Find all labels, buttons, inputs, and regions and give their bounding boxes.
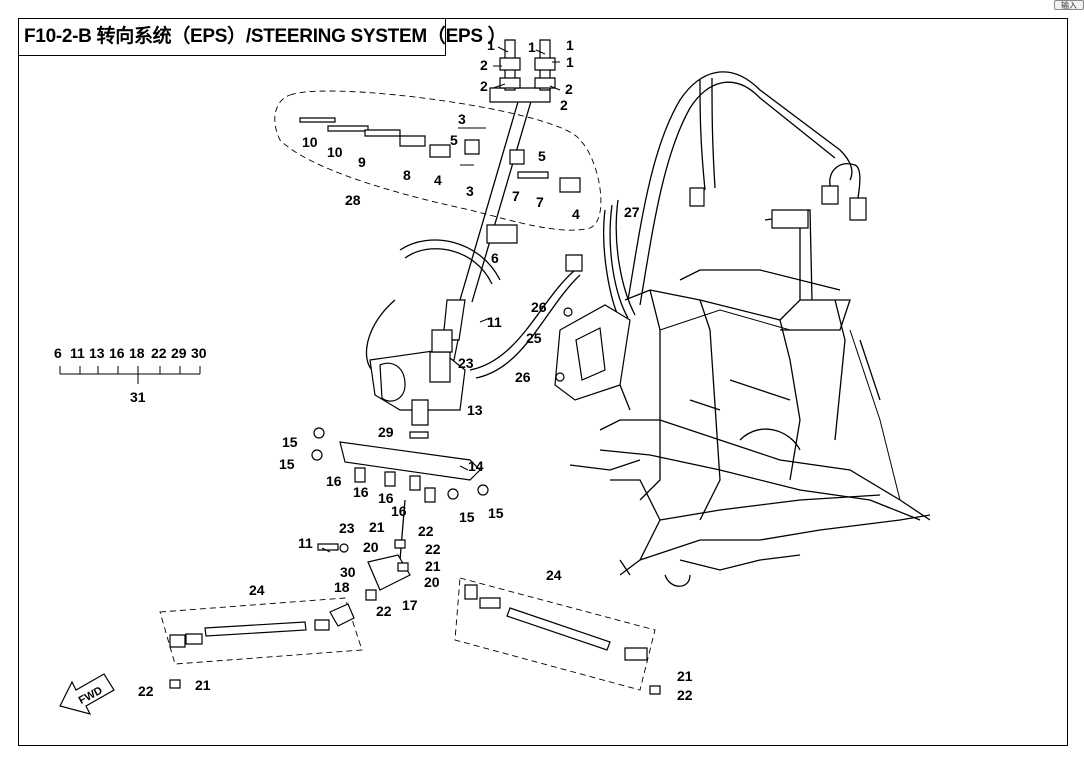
leader-lines bbox=[321, 46, 561, 553]
assembly-item-6: 22 bbox=[151, 345, 167, 361]
callout-18: 18 bbox=[334, 579, 350, 595]
inset-parts-group bbox=[274, 90, 602, 231]
callout-28: 28 bbox=[345, 192, 361, 208]
callout-22: 22 bbox=[425, 541, 441, 557]
callout-21: 21 bbox=[195, 677, 211, 693]
assembly-item-5: 18 bbox=[129, 345, 145, 361]
assembly-total: 31 bbox=[130, 389, 146, 405]
callout-16: 16 bbox=[353, 484, 369, 500]
callout-13: 13 bbox=[467, 402, 483, 418]
callout-7: 7 bbox=[512, 188, 520, 204]
callout-2: 2 bbox=[565, 81, 573, 97]
drawing-frame bbox=[18, 18, 1068, 746]
callout-22: 22 bbox=[677, 687, 693, 703]
assembly-item-4: 16 bbox=[109, 345, 125, 361]
callout-10: 10 bbox=[327, 144, 343, 160]
steering-link bbox=[317, 499, 411, 601]
callout-2: 2 bbox=[480, 78, 488, 94]
assembly-item-3: 13 bbox=[89, 345, 105, 361]
callout-22: 22 bbox=[138, 683, 154, 699]
callout-25: 25 bbox=[526, 330, 542, 346]
callout-26: 26 bbox=[515, 369, 531, 385]
callout-26: 26 bbox=[531, 299, 547, 315]
assembly-item-8: 30 bbox=[191, 345, 207, 361]
tie-rod-left bbox=[159, 597, 363, 689]
callout-23: 23 bbox=[339, 520, 355, 536]
callout-14: 14 bbox=[468, 458, 484, 474]
callout-10: 10 bbox=[302, 134, 318, 150]
callout-21: 21 bbox=[369, 519, 385, 535]
mounting-bracket bbox=[311, 427, 489, 503]
callout-20: 20 bbox=[424, 574, 440, 590]
assembly-items: 6 11 13 16 18 22 29 30 31 bbox=[54, 345, 207, 405]
callout-4: 4 bbox=[572, 206, 580, 222]
assembly-item-7: 29 bbox=[171, 345, 187, 361]
callout-24: 24 bbox=[546, 567, 562, 583]
callout-15: 15 bbox=[282, 434, 298, 450]
callout-16: 16 bbox=[326, 473, 342, 489]
vehicle-frame bbox=[569, 71, 931, 587]
assembly-item-2: 11 bbox=[70, 345, 85, 361]
callout-27: 27 bbox=[624, 204, 640, 220]
eps-motor-unit bbox=[365, 239, 583, 426]
ecu-controller bbox=[554, 304, 631, 411]
callout-9: 9 bbox=[358, 154, 366, 170]
callout-15: 15 bbox=[488, 505, 504, 521]
assembly-item-1: 6 bbox=[54, 345, 62, 361]
callout-16: 16 bbox=[378, 490, 394, 506]
callout-1: 1 bbox=[528, 39, 536, 55]
callout-11: 11 bbox=[487, 314, 502, 330]
callout-16: 16 bbox=[391, 503, 407, 519]
callout-22: 22 bbox=[418, 523, 434, 539]
callout-5: 5 bbox=[450, 132, 458, 148]
callout-20: 20 bbox=[363, 539, 379, 555]
callout-21: 21 bbox=[677, 668, 693, 684]
callout-15: 15 bbox=[279, 456, 295, 472]
callout-1: 1 bbox=[566, 54, 574, 70]
callout-11: 11 bbox=[298, 535, 313, 551]
callout-5: 5 bbox=[538, 148, 546, 164]
callout-3: 3 bbox=[458, 111, 466, 127]
page-title: F10-2-B 转向系统（EPS）/STEERING SYSTEM（EPS ） bbox=[18, 18, 507, 56]
callout-30: 30 bbox=[340, 564, 356, 580]
fwd-arrow-icon: FWD bbox=[59, 673, 115, 715]
callout-1: 1 bbox=[487, 37, 495, 53]
callout-17: 17 bbox=[402, 597, 418, 613]
callout-2: 2 bbox=[560, 97, 568, 113]
callout-4: 4 bbox=[434, 172, 442, 188]
callout-23: 23 bbox=[458, 355, 474, 371]
assembly-bracket bbox=[59, 366, 201, 384]
tie-rod-right bbox=[454, 577, 661, 695]
callout-1: 1 bbox=[566, 37, 574, 53]
callout-21: 21 bbox=[425, 558, 441, 574]
callout-7: 7 bbox=[536, 194, 544, 210]
callout-22: 22 bbox=[376, 603, 392, 619]
callout-6: 6 bbox=[491, 250, 499, 266]
callout-3: 3 bbox=[466, 183, 474, 199]
callout-24: 24 bbox=[249, 582, 265, 598]
callout-labels: 1 1 1 1 2 2 2 2 3 3 4 4 5 5 6 7 7 8 9 10… bbox=[138, 37, 693, 703]
callout-2: 2 bbox=[480, 57, 488, 73]
callout-29: 29 bbox=[378, 424, 394, 440]
callout-15: 15 bbox=[459, 509, 475, 525]
callout-8: 8 bbox=[403, 167, 411, 183]
